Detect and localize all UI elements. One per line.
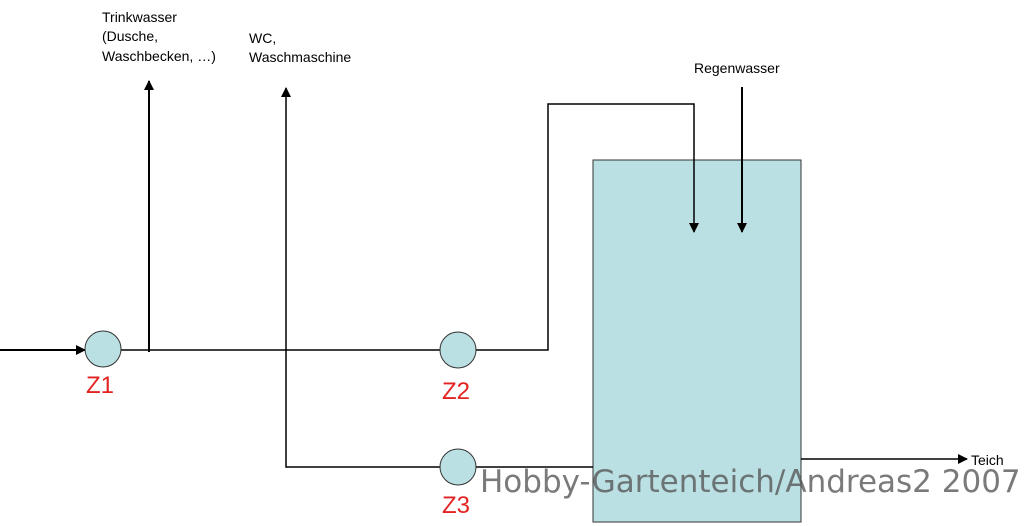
rain-tank: [592, 159, 802, 523]
wc-label-line2: Waschmaschine: [249, 49, 351, 65]
meter-z2: [439, 331, 477, 369]
pond-label: Teich: [971, 452, 1004, 468]
meter-z1-label: Z1: [86, 372, 114, 399]
wc-label-line1: WC,: [249, 30, 276, 46]
meter-z2-label: Z2: [442, 378, 470, 405]
meter-z1: [84, 330, 122, 368]
drinking-water-label-line1: Trinkwasser: [102, 9, 177, 25]
drinking-water-label-line3: Waschbecken, …): [102, 48, 216, 64]
z3-to-wc-line: [281, 87, 440, 468]
meter-z3: [439, 448, 477, 486]
watermark-text: Hobby-Gartenteich/Andreas2 2007: [480, 464, 1021, 500]
rainwater-label: Regenwasser: [694, 60, 780, 76]
z2-to-tank-line: [476, 103, 699, 351]
drinking-water-label-line2: (Dusche,: [102, 28, 158, 44]
meter-z3-label: Z3: [442, 492, 470, 519]
